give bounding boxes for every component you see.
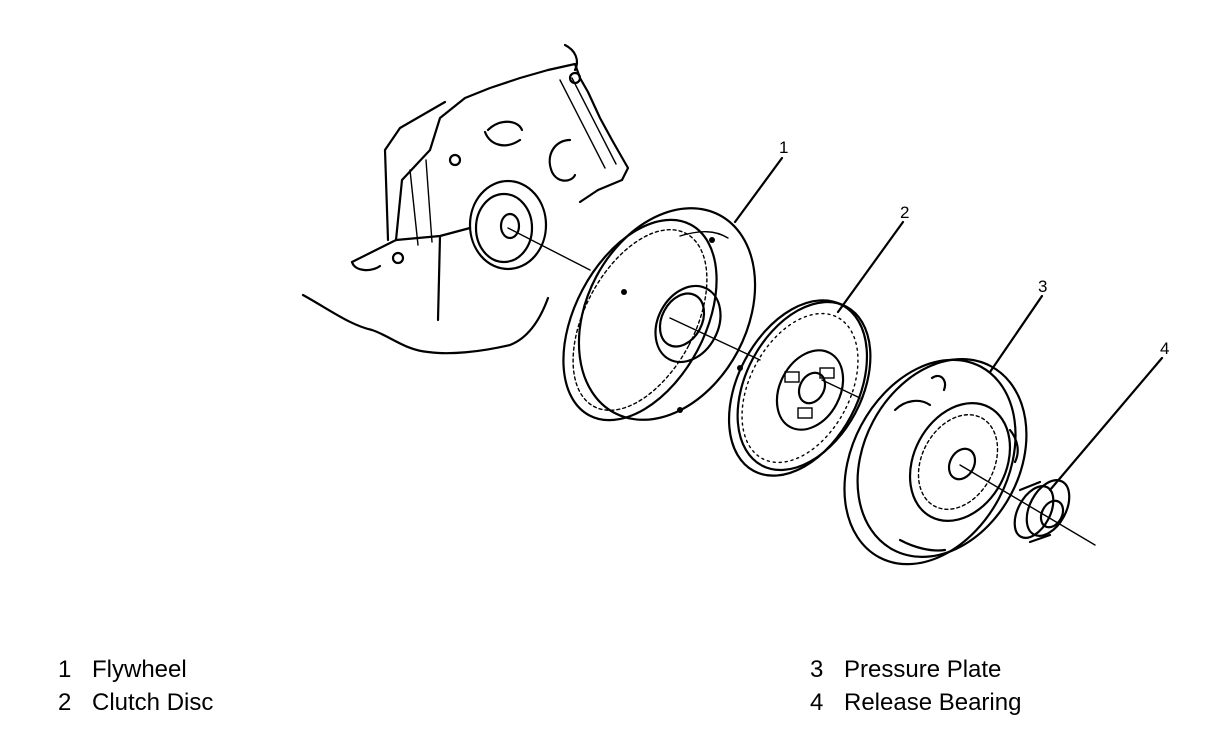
legend-label: Clutch Disc [92, 689, 214, 716]
legend-item-flywheel: 1 Flywheel [58, 653, 213, 686]
legend-item-release-bearing: 4 Release Bearing [810, 686, 1021, 719]
leader-line-1 [733, 156, 784, 224]
callout-3: 3 [1038, 277, 1047, 296]
leader-line-4 [1048, 356, 1164, 492]
engine-block [301, 43, 630, 355]
release-bearing [1013, 479, 1071, 544]
legend-item-pressure-plate: 3 Pressure Plate [810, 653, 1021, 686]
callout-4: 4 [1160, 339, 1169, 358]
callout-1: 1 [779, 138, 788, 157]
legend-label: Pressure Plate [844, 656, 1002, 683]
legend-label: Flywheel [92, 656, 187, 683]
legend-label: Release Bearing [844, 689, 1022, 716]
legend-number: 4 [810, 689, 824, 716]
clutch-exploded-diagram: 1 2 3 4 [301, 43, 1169, 566]
leader-line-3 [988, 294, 1044, 374]
legend-number: 1 [58, 656, 72, 683]
leader-line-2 [836, 220, 905, 314]
flywheel [562, 207, 757, 422]
clutch-disc [727, 299, 872, 477]
legend-number: 2 [58, 689, 72, 716]
callout-2: 2 [900, 203, 909, 222]
legend-right: 3 Pressure Plate 4 Release Bearing [810, 653, 1021, 719]
legend-number: 3 [810, 656, 824, 683]
pressure-plate [843, 358, 1028, 566]
legend-item-clutch-disc: 2 Clutch Disc [58, 686, 213, 719]
legend-left: 1 Flywheel 2 Clutch Disc [58, 653, 213, 719]
